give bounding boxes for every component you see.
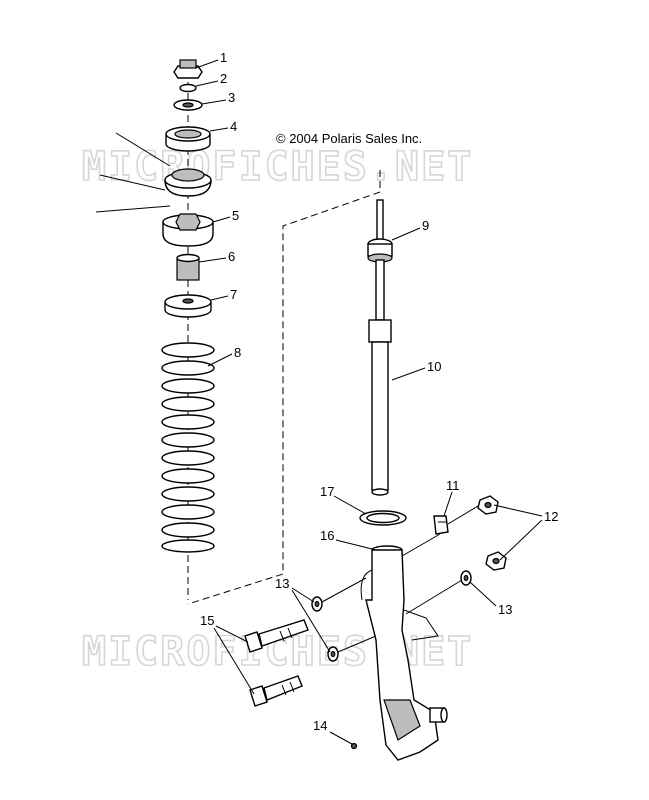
leader-upper-mount-b (99, 174, 166, 191)
leader-13b (291, 589, 331, 653)
callout-17: 17 (320, 484, 334, 499)
part-15-bolt-lower (249, 675, 303, 707)
part-8-coil-spring (161, 342, 215, 553)
part-14-screw (350, 742, 358, 750)
callout-14: 14 (313, 718, 327, 733)
part-12-nut-lower (485, 551, 507, 571)
part-4-bearing (165, 126, 211, 152)
callout-5: 5 (232, 208, 239, 223)
assembly-routing-line (187, 170, 381, 605)
line-washer-to-knuckle-b (337, 635, 377, 653)
line-washer-to-knuckle (405, 579, 463, 615)
callout-10: 10 (427, 359, 441, 374)
leader-upper-mount-a (115, 132, 171, 167)
leader-13a (291, 587, 315, 603)
leader-16 (335, 539, 377, 551)
callout-13-right: 13 (498, 602, 512, 617)
part-10-strut-body (368, 319, 392, 496)
callout-11: 11 (446, 478, 460, 493)
part-11-clip (433, 515, 449, 535)
callout-2: 2 (220, 71, 227, 86)
leader-4 (209, 127, 229, 132)
leader-15a (215, 625, 249, 643)
part-3-washer (173, 99, 203, 111)
callout-15: 15 (200, 613, 214, 628)
leader-7 (210, 295, 229, 301)
callout-8: 8 (234, 345, 241, 360)
callout-3: 3 (228, 90, 235, 105)
leader-6 (198, 257, 227, 263)
leader-10 (391, 367, 426, 381)
leader-12b (499, 519, 543, 561)
leader-15b (213, 627, 255, 695)
part-2-washer (179, 83, 197, 93)
part-13-washer-left-lower (327, 646, 339, 662)
part-16-knuckle (360, 545, 448, 761)
part-7-spring-seat (164, 294, 212, 318)
callout-9: 9 (422, 218, 429, 233)
part-15-bolt-upper (244, 619, 309, 653)
leader-3 (201, 99, 227, 105)
part-9-shaft-seal (367, 199, 393, 321)
leader-11 (443, 491, 453, 517)
callout-7: 7 (230, 287, 237, 302)
callout-4: 4 (230, 119, 237, 134)
upper-mount (164, 168, 212, 197)
leader-17 (333, 495, 367, 515)
leader-12a (493, 504, 543, 517)
part-17-ring (359, 510, 407, 526)
part-5-cup (162, 213, 214, 247)
leader-1 (195, 59, 219, 69)
copyright-text: © 2004 Polaris Sales Inc. (276, 131, 422, 146)
leader-upper-mount-c (95, 205, 171, 213)
part-6-bushing (176, 253, 200, 281)
callout-16: 16 (320, 528, 334, 543)
leader-9 (391, 227, 421, 241)
leader-8 (207, 353, 233, 367)
callout-1: 1 (220, 50, 227, 65)
leader-2 (195, 80, 219, 87)
callout-12: 12 (544, 509, 558, 524)
callout-6: 6 (228, 249, 235, 264)
line-washer-to-knuckle-a (321, 577, 367, 603)
watermark-top: MICROFICHES.NET (82, 144, 473, 190)
part-13-washer-right (460, 570, 472, 586)
callout-13-left: 13 (275, 576, 289, 591)
leader-5 (212, 216, 231, 223)
part-13-washer-left-upper (311, 596, 323, 612)
leader-13c (469, 581, 497, 607)
line-clip-to-knuckle (401, 533, 441, 557)
leader-14 (329, 731, 353, 745)
part-1-nut (173, 59, 203, 79)
part-12-nut-upper (477, 495, 499, 515)
line-nut-to-clip (447, 505, 479, 525)
